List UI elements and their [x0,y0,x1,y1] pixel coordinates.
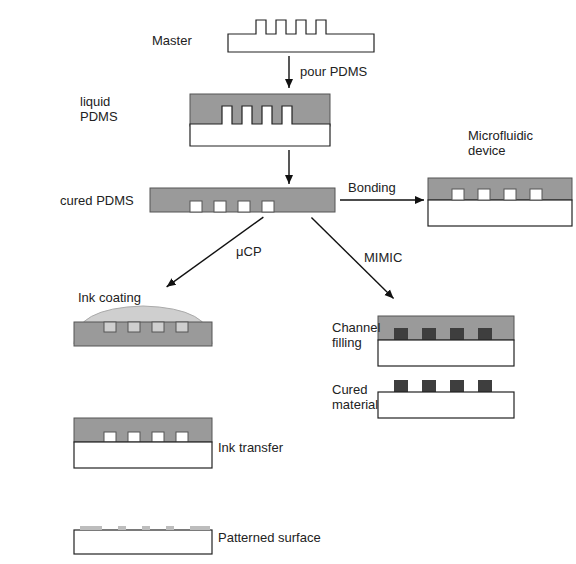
stage-label: Microfluidic device [468,128,533,158]
cured-structures [394,380,492,392]
master-stage: Master [148,16,378,54]
channel-filling-stage: Channel filling [328,300,518,370]
substrate [378,392,514,418]
stamp [74,322,212,346]
filled-channels [394,328,492,340]
process-arrow [288,150,289,184]
liquid-pdms-stage: liquid PDMS [76,90,334,148]
substrate [74,442,212,468]
liquid-pdms-layer [190,94,330,126]
stage-label: Ink transfer [218,440,283,455]
microfluidic-device-stage: Microfluidic device [426,124,574,230]
step-label: MIMIC [362,250,404,265]
cured-pdms-stage: cured PDMS [56,186,338,216]
step-label: Bonding [346,180,398,195]
step-label: μCP [234,244,264,259]
patterned-surface-stage: Patterned surface [72,522,332,558]
stage-label: Master [152,33,192,48]
stage-label: Ink coating [78,290,141,305]
stage-label: Patterned surface [218,530,321,545]
ink-coating-stage: Ink coating [72,288,214,364]
stage-label: Cured material [332,382,378,412]
stage-label: liquid PDMS [80,94,118,124]
stamp-recesses [104,432,188,442]
process-arrow [167,217,264,287]
device-channels [452,189,542,200]
step-label: pour PDMS [298,64,369,79]
substrate [378,340,514,366]
pdms-channels [190,201,274,212]
stage-label: Channel filling [332,320,380,350]
mold-pdms [378,316,514,340]
ink-pattern [80,526,210,530]
stamp [74,418,212,442]
device-substrate [428,200,572,226]
substrate [74,530,212,554]
process-arrow [340,199,424,200]
stage-label: cured PDMS [60,193,134,208]
stamp-recesses [104,322,188,332]
cured-pdms-slab [150,188,335,212]
device-pdms [428,178,572,200]
master-mold [190,106,330,146]
ink-transfer-stage: Ink transfer [72,414,292,472]
master-mold [228,20,374,52]
process-arrow [288,56,289,88]
cured-material-stage: Cured material [328,376,518,420]
